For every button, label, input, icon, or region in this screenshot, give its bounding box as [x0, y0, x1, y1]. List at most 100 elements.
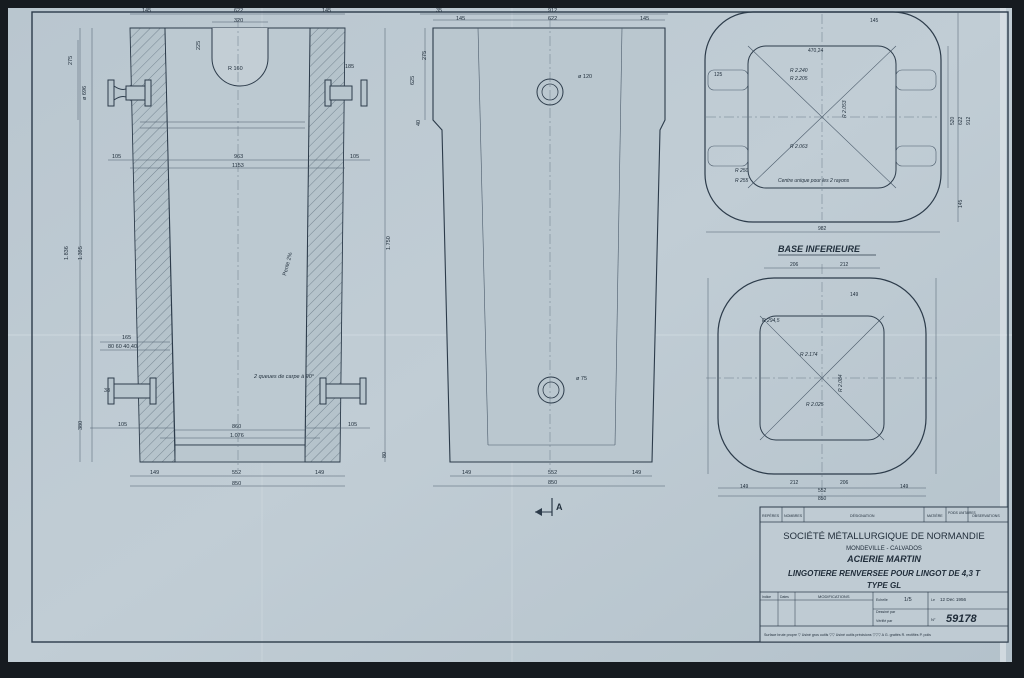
base-dim-850: 850 — [818, 496, 827, 502]
dovetail-note: 2 queues de carpe à 90° — [253, 374, 315, 380]
dim-80-60-40: 80 60 40,40 — [108, 344, 137, 350]
base-r-2945: R 294,5 — [762, 318, 780, 324]
company-name: SOCIÉTÉ MÉTALLURGIQUE DE NORMANDIE — [783, 531, 984, 542]
dim-850: 850 — [232, 481, 241, 487]
top-r-250: R 250 — [735, 168, 749, 174]
lug-bottom-left — [107, 377, 157, 405]
lug-bottom-right — [319, 377, 367, 405]
base-dim-206: 206 — [790, 262, 799, 268]
object-type: TYPE GL — [867, 581, 901, 590]
label-dessine: Dessiné par — [876, 610, 896, 614]
base-dim-206-bottom: 206 — [840, 480, 849, 486]
bottom-slab — [174, 444, 306, 463]
dim-105-low-left: 105 — [118, 422, 127, 428]
side-dia-75: ø 75 — [576, 376, 587, 382]
drawing-border — [31, 11, 1009, 643]
label-echelle: Echelle — [876, 598, 888, 602]
top-dim-145-low: 145 — [958, 199, 964, 208]
dim-320: 320 — [234, 18, 243, 24]
lug-top-right — [324, 79, 368, 107]
dim-225: 225 — [196, 41, 202, 50]
top-dim-912: 912 — [966, 116, 972, 125]
dim-552: 552 — [232, 470, 241, 476]
dim-1076: 1.076 — [230, 433, 244, 439]
dim-105-left: 105 — [112, 154, 121, 160]
plant-name: ACIERIE MARTIN — [846, 554, 921, 564]
top-r-2205: R 2.205 — [790, 76, 808, 82]
dim-149-left: 149 — [150, 470, 159, 476]
top-centre-note: Centre unique pour les 2 rayons — [778, 178, 850, 184]
label-verifie: Vérifié par — [876, 619, 893, 623]
top-dim-470: 470,24 — [808, 48, 824, 54]
top-r-2063: R 2.063 — [790, 144, 808, 150]
front-elevation — [77, 13, 386, 487]
dim-185: 185 — [345, 64, 354, 70]
base-r-2025: R 2.025 — [806, 402, 824, 408]
value-echelle: 1/5 — [904, 597, 912, 603]
dim-1836: 1.836 — [64, 246, 70, 260]
dim-963: 963 — [234, 154, 243, 160]
dim-r160: R 160 — [228, 66, 243, 72]
dim-80: 80 — [382, 452, 388, 458]
side-dim-912: 912 — [548, 8, 557, 14]
value-date: 12 Dec 1956 — [940, 597, 966, 602]
col-reperes: REPÈRES — [762, 513, 780, 518]
dim-149-right: 149 — [315, 470, 324, 476]
object-title: LINGOTIERE RENVERSEE POUR LINGOT DE 4,3 … — [788, 569, 981, 578]
col-designation: DÉSIGNATION — [850, 513, 875, 518]
col-matiere: MATIÈRE — [927, 513, 943, 518]
dim-1153: 1153 — [232, 163, 244, 169]
top-dim-982: 982 — [818, 226, 827, 232]
lug-top-left — [107, 79, 152, 107]
top-view — [704, 11, 959, 233]
side-dim-145-right: 145 — [640, 16, 649, 22]
col-nombres: NOMBRES — [784, 514, 803, 518]
label-date: Le — [931, 598, 935, 602]
base-r-2084: R 2.084 — [838, 374, 844, 392]
top-dim-622: 622 — [958, 116, 964, 125]
top-dim-520: 520 — [950, 116, 956, 125]
label-indice: Indice — [762, 595, 771, 599]
dim-top-622: 622 — [234, 8, 243, 14]
top-dim-145: 145 — [870, 18, 879, 24]
dim-105-low-right: 105 — [348, 422, 357, 428]
side-dim-40: 40 — [416, 120, 422, 126]
base-view — [706, 264, 940, 500]
side-dim-275: 275 — [422, 51, 428, 60]
base-dim-149-br: 149 — [900, 484, 909, 490]
lifting-hole-bottom — [537, 376, 565, 404]
side-dim-850: 850 — [548, 480, 557, 486]
top-outer-outline — [704, 11, 942, 223]
side-dim-149-left: 149 — [462, 470, 471, 476]
side-dim-625: 625 — [410, 76, 416, 85]
dim-1750: 1.750 — [386, 236, 392, 250]
side-dim-145-left: 145 — [456, 16, 465, 22]
dim-145-left: 145 — [142, 8, 151, 14]
base-title: BASE INFERIEURE — [778, 244, 861, 254]
dim-38: 38 — [104, 388, 110, 394]
col-observations: OBSERVATIONS — [972, 514, 1000, 518]
label-modifications: MODIFICATIONS — [818, 594, 850, 599]
base-r-2174: R 2.174 — [800, 352, 818, 358]
side-dim-35: 35 — [436, 8, 442, 14]
dim-145-right: 145 — [322, 8, 331, 14]
lifting-hole-top — [536, 78, 564, 106]
top-r-2240: R 2.240 — [790, 68, 808, 74]
company-location: MONDEVILLE - CALVADOS — [846, 546, 922, 552]
top-notch — [211, 28, 269, 87]
top-r-2053: R 2.053 — [842, 100, 848, 118]
side-dim-622: 622 — [548, 16, 557, 22]
base-dim-212-bottom: 212 — [790, 480, 799, 486]
dim-860: 860 — [232, 424, 241, 430]
title-block: REPÈRES NOMBRES DÉSIGNATION MATIÈRE POID… — [759, 506, 1009, 643]
base-dim-552: 552 — [818, 488, 827, 494]
base-dim-149-bl: 149 — [740, 484, 749, 490]
dim-696: ø 696 — [82, 86, 88, 100]
side-elevation — [420, 13, 668, 516]
side-body-outline — [432, 27, 666, 463]
top-r-255: R 255 — [735, 178, 749, 184]
side-dim-552: 552 — [548, 470, 557, 476]
base-dim-149: 149 — [850, 292, 859, 298]
surface-legend: Surface brute propre ▽ Usiné gros outils… — [764, 633, 931, 637]
